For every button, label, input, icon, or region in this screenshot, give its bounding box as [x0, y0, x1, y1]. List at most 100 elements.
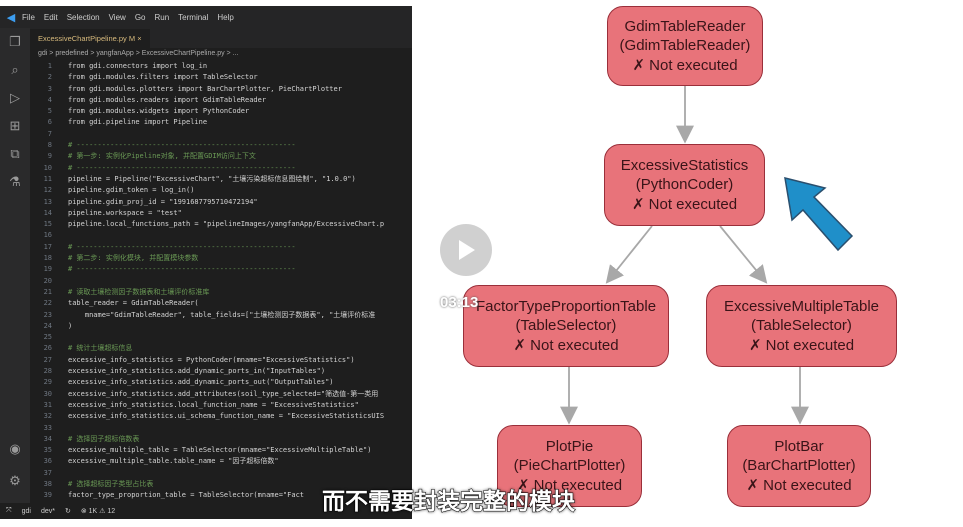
node-plot-pie[interactable]: PlotPie (PieChartPlotter) ✗ Not executed [497, 425, 642, 507]
code-text: from gdi.connectors import log_in [68, 62, 208, 70]
node-gdim-table-reader[interactable]: GdimTableReader (GdimTableReader) ✗ Not … [607, 6, 763, 86]
code-line[interactable]: 9# 第一步: 实例化Pipeline对象, 并配置GDIM访问上下文 [30, 151, 412, 162]
node-status: ✗ Not executed [632, 56, 738, 74]
code-line[interactable]: 18# 第二步: 实例化模块, 并配置模块参数 [30, 253, 412, 264]
code-line[interactable]: 16 [30, 230, 412, 241]
errors-status[interactable]: ⊗ 1K ⚠ 12 [80, 508, 116, 515]
code-text: from gdi.modules.filters import TableSel… [68, 73, 258, 82]
code-line[interactable]: 8# -------------------------------------… [30, 140, 412, 151]
code-line[interactable]: 6 from gdi.pipeline import Pipeline [30, 117, 412, 128]
line-number: 18 [43, 254, 52, 263]
account-icon[interactable]: ◉ [9, 441, 21, 456]
code-text: from gdi.pipeline import Pipeline [68, 118, 208, 127]
menu-file[interactable]: File [22, 12, 35, 22]
play-icon [459, 240, 475, 260]
tab-excessive-chart-pipeline[interactable]: ExcessiveChartPipeline.py M × [30, 29, 150, 49]
menu-go[interactable]: Go [134, 12, 146, 22]
node-name: PlotBar [774, 437, 824, 455]
code-text: pipeline.gdim_token = log_in() [68, 186, 195, 195]
breadcrumb[interactable]: gdi > predefined > yangfanApp > Excessiv… [38, 50, 239, 57]
menu-help[interactable]: Help [217, 12, 234, 22]
code-text: pipeline = Pipeline("ExcessiveChart", "土… [68, 174, 356, 183]
code-text: # --------------------------------------… [68, 141, 296, 150]
code-line[interactable]: 10# ------------------------------------… [30, 163, 412, 174]
node-plot-bar[interactable]: PlotBar (BarChartPlotter) ✗ Not executed [727, 425, 871, 507]
node-excessive-multiple-table[interactable]: ExcessiveMultipleTable (TableSelector) ✗… [706, 285, 897, 367]
branch-status[interactable]: dev* [40, 507, 55, 515]
menu-selection[interactable]: Selection [66, 12, 100, 22]
remote-icon[interactable]: ⧉ [10, 146, 20, 161]
folder-status[interactable]: gdi [21, 507, 31, 515]
testing-icon[interactable]: ⚗ [9, 174, 21, 189]
code-line[interactable]: 34# 选择因子超标倍数表 [30, 434, 412, 445]
code-line[interactable]: 23 mname="GdimTableReader", table_fields… [30, 310, 412, 321]
code-text: # 读取土壤检测因子数据表和土壤评价标准库 [68, 287, 210, 296]
settings-gear-icon[interactable]: ⚙ [9, 473, 21, 488]
explorer-icon[interactable]: ❐ [9, 34, 21, 49]
line-number: 7 [47, 129, 52, 138]
node-excessive-statistics[interactable]: ExcessiveStatistics (PythonCoder) ✗ Not … [604, 144, 765, 226]
menu-view[interactable]: View [108, 12, 126, 22]
code-text: excessive_info_statistics.local_function… [68, 400, 359, 409]
code-line[interactable]: 19# ------------------------------------… [30, 264, 412, 275]
code-line[interactable]: 26# 统计土壤超标信息 [30, 343, 412, 354]
run-debug-icon[interactable]: ▷ [10, 90, 20, 105]
code-line[interactable]: 24) [30, 321, 412, 332]
line-number: 22 [43, 299, 52, 308]
search-icon[interactable]: ⌕ [11, 62, 19, 77]
code-line[interactable]: 37 [30, 468, 412, 479]
menu-terminal[interactable]: Terminal [178, 12, 209, 22]
node-status: ✗ Not executed [631, 195, 738, 213]
code-text: excessive_multiple_table.table_name = "因… [68, 457, 279, 466]
node-type: (TableSelector) [751, 317, 852, 335]
extensions-icon[interactable]: ⊞ [9, 118, 21, 133]
code-line[interactable]: 33 [30, 423, 412, 434]
line-number: 30 [43, 389, 52, 398]
video-timestamp: 03:13 [440, 294, 479, 311]
code-text: # 选择超标因子类型占比表 [68, 479, 154, 488]
line-number: 16 [43, 231, 52, 240]
code-editor-window: ◀ File Edit Selection View Go Run Termin… [0, 6, 412, 519]
pointer-arrow-icon [784, 176, 854, 252]
menu-edit[interactable]: Edit [43, 12, 58, 22]
menu-run[interactable]: Run [154, 12, 170, 22]
code-text: excessive_info_statistics.ui_schema_func… [68, 412, 385, 421]
code-line[interactable]: 21# 读取土壤检测因子数据表和土壤评价标准库 [30, 287, 412, 298]
line-number: 39 [43, 491, 52, 500]
code-line[interactable]: 20 [30, 276, 412, 287]
remote-indicator-icon[interactable]: ⤧ [6, 507, 12, 514]
sync-icon[interactable]: ↻ [64, 508, 71, 515]
node-factor-type-proportion-table[interactable]: FactorTypeProportionTable (TableSelector… [463, 285, 669, 367]
code-line[interactable]: 17# ------------------------------------… [30, 242, 412, 253]
node-type: (BarChartPlotter) [742, 457, 856, 475]
code-line[interactable]: 38# 选择超标因子类型占比表 [30, 479, 412, 490]
activity-bar: ❐ ⌕ ▷ ⊞ ⧉ ⚗ ◉ ⚙ [0, 28, 30, 503]
code-line[interactable]: 25 [30, 332, 412, 343]
node-name: ExcessiveStatistics [620, 156, 749, 174]
video-play-button[interactable] [440, 224, 492, 276]
code-line[interactable]: 7 [30, 129, 412, 140]
line-number: 6 [47, 118, 52, 127]
